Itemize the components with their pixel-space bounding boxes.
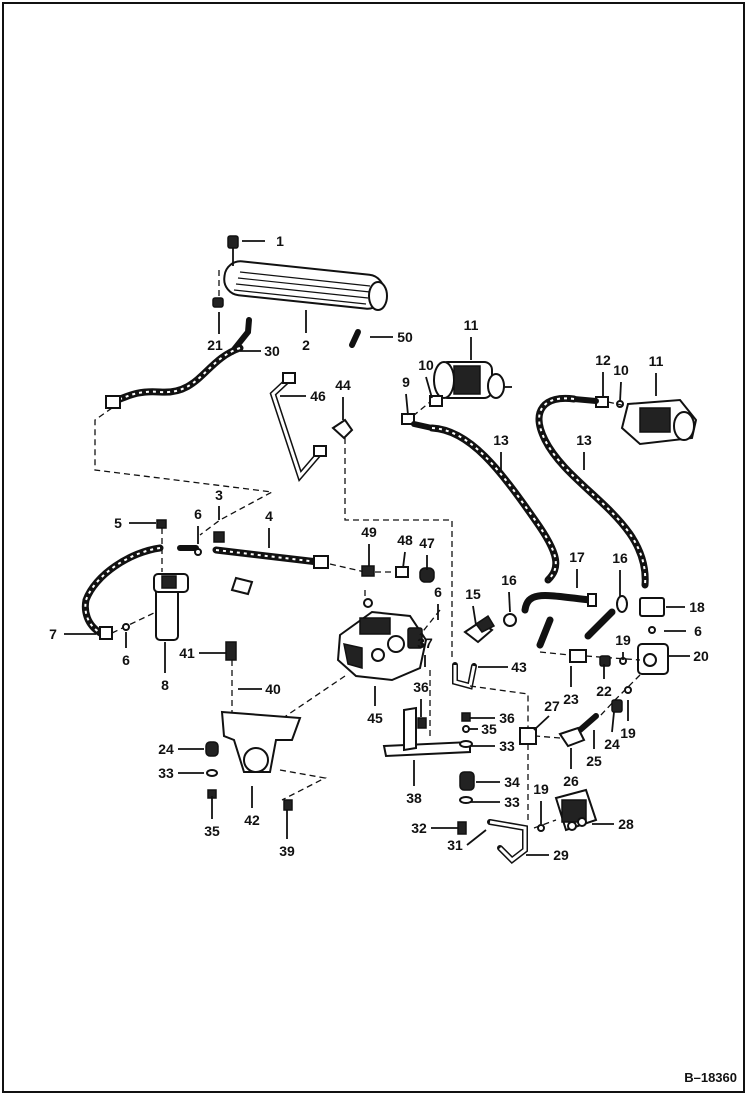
leader-line-16 — [508, 591, 511, 613]
callout-39: 39 — [279, 843, 295, 859]
callout-25: 25 — [586, 753, 602, 769]
relief-valve — [637, 643, 669, 675]
callout-38: 38 — [406, 790, 422, 806]
callout-48: 48 — [397, 532, 413, 548]
callout-13: 13 — [493, 432, 509, 448]
leader-line-31 — [466, 829, 487, 846]
callout-47: 47 — [419, 535, 435, 551]
callout-33: 33 — [499, 738, 515, 754]
callout-9: 9 — [402, 374, 410, 390]
callout-28: 28 — [618, 816, 634, 832]
callout-20: 20 — [693, 648, 709, 664]
callout-44: 44 — [335, 377, 351, 393]
callout-8: 8 — [161, 677, 169, 693]
callout-24: 24 — [604, 736, 620, 752]
callout-15: 15 — [465, 586, 481, 602]
callout-36: 36 — [413, 679, 429, 695]
callout-32: 32 — [411, 820, 427, 836]
callout-43: 43 — [511, 659, 527, 675]
callout-31: 31 — [447, 837, 463, 853]
callout-13: 13 — [576, 432, 592, 448]
leader-line-9 — [405, 393, 409, 416]
callout-23: 23 — [563, 691, 579, 707]
callout-34: 34 — [504, 774, 520, 790]
leader-line-24 — [611, 711, 615, 733]
control-valve — [554, 788, 598, 832]
reference-number: B–18360 — [684, 1070, 737, 1085]
drive-motor-left — [433, 361, 512, 399]
callout-3: 3 — [215, 487, 223, 503]
callout-33: 33 — [504, 794, 520, 810]
callout-21: 21 — [207, 337, 223, 353]
callout-11: 11 — [649, 353, 664, 369]
callout-42: 42 — [244, 812, 260, 828]
leader-line-27 — [533, 715, 550, 731]
callout-17: 17 — [569, 549, 585, 565]
callout-4: 4 — [265, 508, 273, 524]
drive-motor-right — [620, 398, 698, 446]
callout-36: 36 — [499, 710, 515, 726]
callout-40: 40 — [265, 681, 281, 697]
callout-5: 5 — [114, 515, 122, 531]
callout-41: 41 — [179, 645, 195, 661]
callout-2: 2 — [302, 337, 310, 353]
callout-16: 16 — [501, 572, 517, 588]
nut — [212, 297, 224, 308]
callout-6: 6 — [434, 584, 442, 600]
callout-46: 46 — [310, 388, 326, 404]
callout-37: 37 — [417, 635, 433, 651]
callout-16: 16 — [612, 550, 628, 566]
callout-7: 7 — [49, 626, 57, 642]
callout-50: 50 — [397, 329, 413, 345]
callout-30: 30 — [264, 343, 280, 359]
callout-19: 19 — [620, 725, 636, 741]
oil-filter — [153, 573, 189, 641]
bolt — [227, 235, 239, 266]
leader-line-10 — [619, 381, 622, 403]
callout-11: 11 — [464, 317, 479, 333]
callout-6: 6 — [122, 652, 130, 668]
callout-10: 10 — [613, 362, 629, 378]
hydrostatic-pump — [336, 610, 428, 682]
callout-49: 49 — [361, 524, 377, 540]
leader-line-10 — [425, 376, 433, 399]
callout-35: 35 — [481, 721, 497, 737]
leader-line-48 — [402, 551, 406, 569]
callout-12: 12 — [595, 352, 611, 368]
callout-19: 19 — [615, 632, 631, 648]
callout-24: 24 — [158, 741, 174, 757]
callout-10: 10 — [418, 357, 434, 373]
callout-33: 33 — [158, 765, 174, 781]
callout-35: 35 — [204, 823, 220, 839]
leader-line-15 — [472, 605, 477, 626]
callout-19: 19 — [533, 781, 549, 797]
callout-22: 22 — [596, 683, 612, 699]
callout-26: 26 — [563, 773, 579, 789]
callout-1: 1 — [276, 233, 284, 249]
callout-6: 6 — [694, 623, 702, 639]
callout-45: 45 — [367, 710, 383, 726]
callout-18: 18 — [689, 599, 705, 615]
callout-29: 29 — [553, 847, 569, 863]
callout-27: 27 — [544, 698, 560, 714]
oil-cooler — [223, 260, 388, 311]
callout-6: 6 — [194, 506, 202, 522]
